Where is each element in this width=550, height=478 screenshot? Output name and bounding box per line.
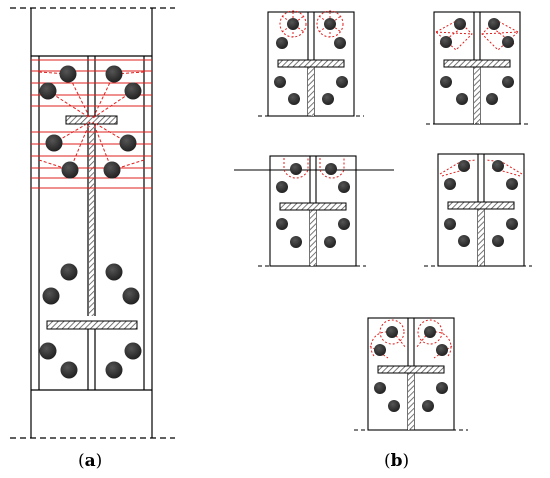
- panel-b-diagram-3: [234, 155, 394, 267]
- panel-b-diagram-4: [424, 153, 532, 267]
- panel-b-diagram-2: [426, 11, 528, 125]
- panel-b-diagram-1: [258, 10, 364, 117]
- panel-a-drawing: [10, 7, 175, 439]
- panel-a-caption: (a): [78, 451, 103, 471]
- connection-diagram: [10, 7, 532, 439]
- panel-b-diagram-5: [354, 317, 468, 431]
- panel-b-caption: (b): [384, 451, 410, 471]
